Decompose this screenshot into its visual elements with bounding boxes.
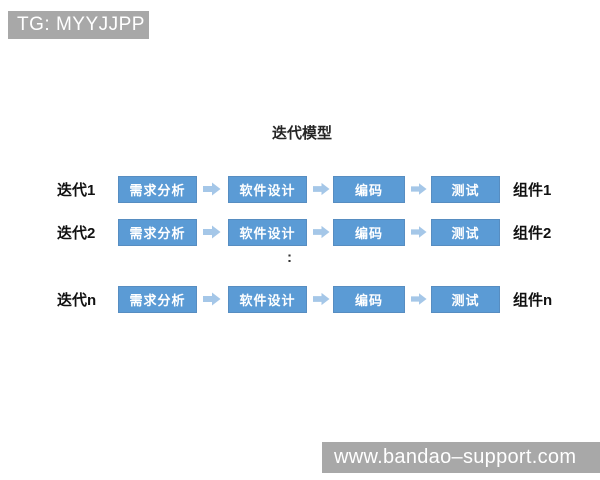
- right-arrow-icon: [203, 292, 221, 306]
- step-box-coding: 编码: [333, 285, 405, 313]
- iteration-label: 迭代n: [57, 291, 97, 309]
- diagram-title: 迭代模型: [271, 125, 332, 142]
- watermark-bottom-badge: www.bandao–support.com: [322, 442, 600, 473]
- step-box-requirements: 需求分析: [118, 285, 197, 313]
- watermark-top-badge: TG: MYYJJPP: [8, 11, 149, 39]
- rows-ellipsis: :: [287, 249, 292, 266]
- iteration-row-n: 迭代n 需求分析 软件设计 编码 测试 组件n: [57, 285, 552, 313]
- watermark-top-text: TG: MYYJJPP: [17, 14, 145, 35]
- step-box-design: 软件设计: [228, 285, 307, 313]
- step-box-coding: 编码: [333, 175, 405, 203]
- component-label: 组件n: [513, 291, 553, 309]
- step-box-testing: 测试: [431, 218, 500, 246]
- step-box-coding: 编码: [333, 218, 405, 246]
- step-box-design: 软件设计: [228, 218, 307, 246]
- right-arrow-icon: [411, 225, 429, 239]
- right-arrow-icon: [411, 292, 429, 306]
- right-arrow-icon: [203, 182, 221, 196]
- watermark-bottom-text: www.bandao–support.com: [334, 446, 577, 468]
- step-box-design: 软件设计: [228, 175, 307, 203]
- right-arrow-icon: [203, 225, 221, 239]
- iteration-row-1: 迭代1 需求分析 软件设计 编码 测试 组件1: [57, 175, 551, 203]
- iteration-label: 迭代1: [57, 181, 96, 199]
- iteration-label: 迭代2: [57, 224, 96, 242]
- step-box-requirements: 需求分析: [118, 175, 197, 203]
- component-label: 组件2: [513, 224, 552, 242]
- right-arrow-icon: [411, 182, 429, 196]
- step-box-testing: 测试: [431, 175, 500, 203]
- component-label: 组件1: [513, 181, 552, 199]
- step-box-requirements: 需求分析: [118, 218, 197, 246]
- right-arrow-icon: [313, 292, 331, 306]
- right-arrow-icon: [313, 225, 331, 239]
- step-box-testing: 测试: [431, 285, 500, 313]
- right-arrow-icon: [313, 182, 331, 196]
- iteration-row-2: 迭代2 需求分析 软件设计 编码 测试 组件2: [57, 218, 551, 246]
